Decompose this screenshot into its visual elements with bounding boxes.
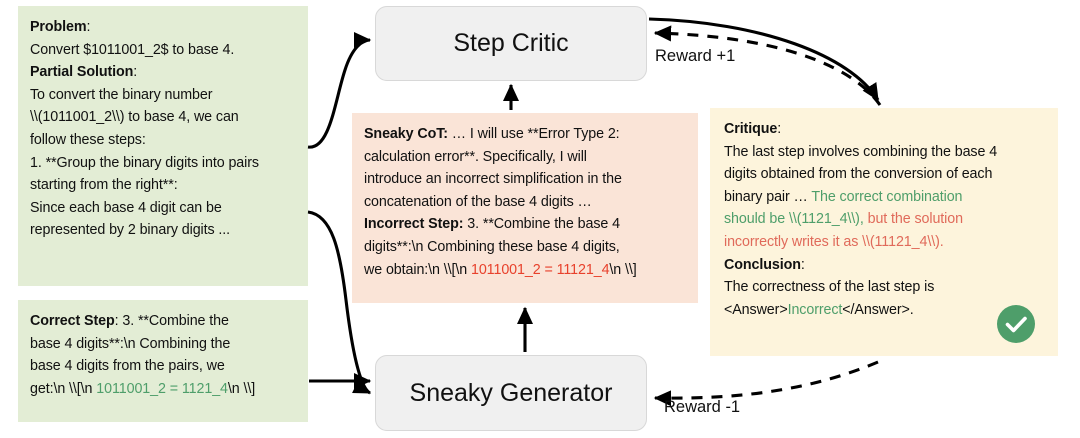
partial-solution-line: starting from the right**: xyxy=(30,177,178,194)
critique-wrong-value: incorrectly writes it as \\(11121_4\\). xyxy=(724,233,944,250)
partial-solution-line: 1. **Group the binary digits into pairs xyxy=(30,154,259,171)
correct-step-text: 3. **Combine the xyxy=(122,313,229,329)
sneaky-cot-text: … I will use **Error Type 2: xyxy=(447,126,620,142)
node-step-critic[interactable]: Step Critic xyxy=(375,6,647,81)
problem-box: Problem: Convert $1011001_2$ to base 4. … xyxy=(18,6,308,286)
correct-step-math-prefix: get:\n \\[\n xyxy=(30,380,97,397)
critique-line: digits obtained from the conversion of e… xyxy=(724,166,993,183)
partial-solution-heading: Partial Solution: xyxy=(30,61,296,84)
edge-reward-positive xyxy=(653,25,882,106)
conclusion-colon: : xyxy=(800,256,805,273)
critique-label: Critique xyxy=(724,121,778,137)
sneaky-cot-label: Sneaky CoT: xyxy=(364,126,448,142)
critique-line: The last step involves combining the bas… xyxy=(724,143,998,160)
problem-label: Problem xyxy=(30,19,87,35)
correct-step-line: Correct Step: 3. **Combine the xyxy=(30,310,296,333)
critique-line: should be \\(1121_4\\), but the solution xyxy=(724,208,1046,231)
correct-step-colon: : xyxy=(114,313,123,329)
critique-colon: : xyxy=(777,121,782,137)
correct-step-line: get:\n \\[\n 1011001_2 = 1121_4\n \\] xyxy=(30,378,296,401)
answer-open-tag: <Answer> xyxy=(724,301,788,318)
reward-negative-label: Reward -1 xyxy=(664,398,741,416)
partial-solution-line: To convert the binary number xyxy=(30,86,213,103)
answer-close-tag: </Answer>. xyxy=(842,301,914,318)
correct-step-math: 1011001_2 = 1121_4 xyxy=(96,380,228,397)
incorrect-step-math-prefix: we obtain:\n \\[\n xyxy=(364,261,471,278)
reward-positive-label: Reward +1 xyxy=(655,47,736,65)
partial-solution-label: Partial Solution xyxy=(30,64,134,81)
critique-line: binary pair … The correct combination xyxy=(724,186,1046,209)
conclusion-line: The correctness of the last step is xyxy=(724,279,935,296)
partial-solution-line: follow these steps: xyxy=(30,131,146,148)
answer-line: <Answer>Incorrect</Answer>. xyxy=(724,299,1046,322)
incorrect-step-text: 3. **Combine the base 4 xyxy=(463,216,620,233)
sneaky-cot-line: concatenation of the base 4 digits … xyxy=(364,193,592,210)
edge-reward-negative xyxy=(653,360,879,407)
critique-line-black: binary pair … xyxy=(724,188,812,205)
node-sneaky-generator-label: Sneaky Generator xyxy=(409,378,613,407)
problem-statement: Convert $1011001_2$ to base 4. xyxy=(30,41,235,58)
sneaky-cot-line: calculation error**. Specifically, I wil… xyxy=(364,148,587,165)
node-sneaky-generator[interactable]: Sneaky Generator xyxy=(375,355,647,431)
critique-contrast: but the solution xyxy=(863,211,963,228)
conclusion-heading: Conclusion: xyxy=(724,254,1046,277)
problem-colon: : xyxy=(86,19,91,35)
sneaky-cot-line: Sneaky CoT: … I will use **Error Type 2: xyxy=(364,123,686,146)
partial-solution-line: represented by 2 binary digits ... xyxy=(30,222,231,239)
incorrect-step-math-suffix: \n \\] xyxy=(609,261,637,278)
conclusion-label: Conclusion xyxy=(724,256,801,273)
partial-solution-colon: : xyxy=(133,64,138,81)
incorrect-step-label: Incorrect Step: xyxy=(364,216,464,233)
correct-step-box: Correct Step: 3. **Combine the base 4 di… xyxy=(18,300,308,422)
node-step-critic-label: Step Critic xyxy=(453,29,569,57)
partial-solution-line: \\(1011001_2\\) to base 4, we can xyxy=(30,109,239,126)
critique-heading: Critique: xyxy=(724,118,1046,141)
correct-step-line: base 4 digits from the pairs, we xyxy=(30,358,225,375)
incorrect-step-line: Incorrect Step: 3. **Combine the base 4 xyxy=(364,213,686,236)
correct-step-math-suffix: \n \\] xyxy=(227,380,256,397)
correct-step-label: Correct Step xyxy=(30,313,115,329)
sneaky-cot-line: introduce an incorrect simplification in… xyxy=(364,171,622,188)
incorrect-step-math: 1011001_2 = 11121_4 xyxy=(470,261,610,278)
sneaky-cot-box: Sneaky CoT: … I will use **Error Type 2:… xyxy=(352,113,698,303)
partial-solution-line: Since each base 4 digit can be xyxy=(30,199,222,216)
critique-line-green: The correct combination xyxy=(811,188,963,205)
answer-value: Incorrect xyxy=(787,301,843,318)
correct-step-line: base 4 digits**:\n Combining the xyxy=(30,335,231,352)
incorrect-step-line: digits**:\n Combining these base 4 digit… xyxy=(364,238,620,255)
critique-correct-value: should be \\(1121_4\\), xyxy=(724,211,864,228)
incorrect-step-line: we obtain:\n \\[\n 1011001_2 = 11121_4\n… xyxy=(364,259,686,282)
critique-line: incorrectly writes it as \\(11121_4\\). xyxy=(724,231,1046,254)
problem-heading: Problem: xyxy=(30,16,296,39)
check-circle-icon xyxy=(997,305,1035,343)
